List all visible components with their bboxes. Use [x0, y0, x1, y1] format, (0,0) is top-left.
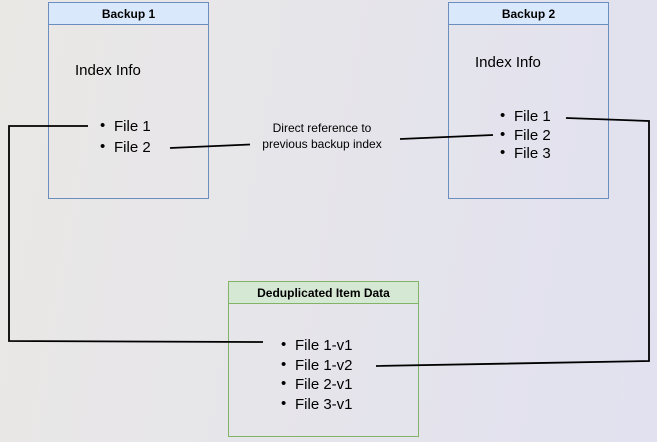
backup1-box: Backup 1 — [48, 2, 209, 199]
list-item: File 1-v2 — [281, 355, 353, 376]
list-item: File 3-v1 — [281, 394, 353, 415]
backup1-file-list: File 1 File 2 — [100, 115, 151, 158]
direct-reference-label-line1: Direct reference to — [272, 121, 372, 135]
backup1-index-info-label: Index Info — [75, 62, 141, 79]
list-item: File 1 — [500, 107, 551, 127]
dedup-title: Deduplicated Item Data — [229, 282, 418, 304]
backup1-title: Backup 1 — [49, 3, 208, 25]
list-item: File 2 — [100, 136, 151, 158]
direct-reference-label: Direct reference to previous backup inde… — [242, 120, 402, 152]
backup2-file-list: File 1 File 2 File 3 — [500, 107, 551, 164]
list-item: File 1 — [100, 115, 151, 137]
backup2-title: Backup 2 — [449, 3, 608, 25]
dedup-box: Deduplicated Item Data — [228, 281, 419, 437]
list-item: File 1-v1 — [281, 335, 353, 356]
dedup-file-list: File 1-v1 File 1-v2 File 2-v1 File 3-v1 — [281, 335, 353, 415]
list-item: File 2 — [500, 126, 551, 146]
direct-reference-label-line2: previous backup index — [262, 137, 382, 151]
backup2-index-info-label: Index Info — [475, 54, 541, 71]
list-item: File 2-v1 — [281, 374, 353, 395]
list-item: File 3 — [500, 144, 551, 164]
backup2-box: Backup 2 — [448, 2, 609, 199]
